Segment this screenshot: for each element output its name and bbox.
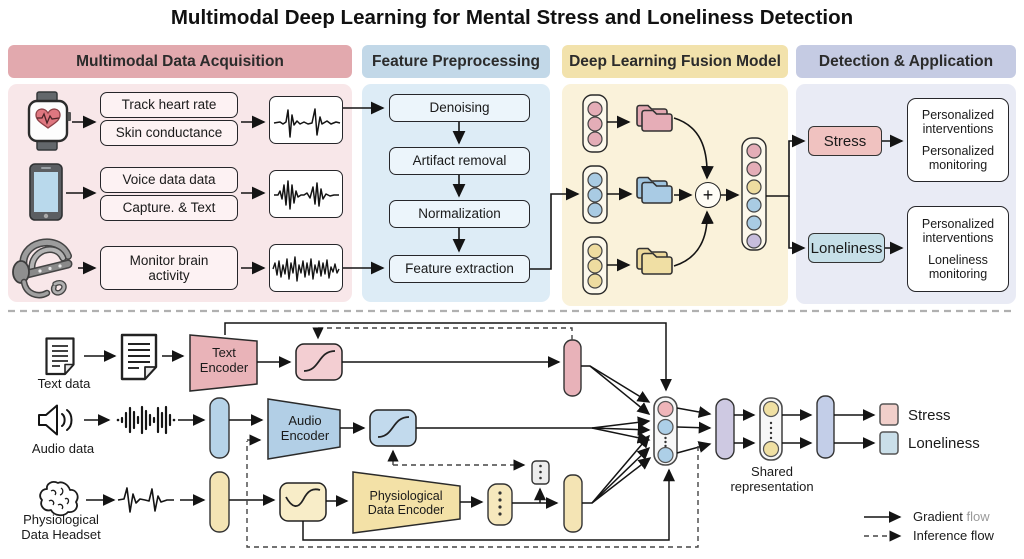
stress-output-label: Stress xyxy=(908,407,951,424)
text-sigmoid-box xyxy=(295,343,343,381)
shared-representation-label: Shared representation xyxy=(730,464,814,495)
shared-representation-vector xyxy=(759,397,783,461)
text-data-label: Text data xyxy=(37,376,91,391)
speaker-icon xyxy=(38,404,73,436)
text-document-large-icon xyxy=(120,333,158,381)
eeg-waveform xyxy=(272,256,340,282)
audio-input-capsule xyxy=(209,397,230,459)
inference-flow-arrows xyxy=(246,327,902,548)
fusion-panel-body xyxy=(562,84,788,306)
step-normalization: Normalization xyxy=(389,200,530,228)
physio-waveform-glyph xyxy=(117,487,174,513)
fusion-sum-node: + xyxy=(695,182,721,208)
stress-outcomes-box: Personalized interventions Personalized … xyxy=(907,98,1009,182)
eeg-signal-box xyxy=(269,244,343,292)
brain-icon xyxy=(39,481,79,517)
text-encoder-label: Text Encoder xyxy=(199,345,249,375)
concat-vector xyxy=(653,396,678,466)
step-artifact-removal: Artifact removal xyxy=(389,147,530,175)
preprocessing-panel-header: Feature Preprocessing xyxy=(362,45,550,78)
physio-feature-capsule xyxy=(563,474,583,533)
text-feature-capsule xyxy=(563,339,582,397)
physio-activation-box xyxy=(279,482,327,522)
physio-encoder-label: Physiological Data Encoder xyxy=(367,488,445,517)
loneliness-outcome-interventions: Personalized interventions xyxy=(921,216,995,246)
stress-node: Stress xyxy=(808,126,882,156)
gradient-word: Gradient xyxy=(913,509,963,524)
gradient-flow-legend-label: Gradient flow xyxy=(913,509,990,524)
step-feature-extraction: Feature extraction xyxy=(389,255,530,283)
audio-sigmoid-box xyxy=(369,409,417,447)
voice-data-box: Voice data data xyxy=(100,167,238,193)
acquisition-panel-header: Multimodal Data Acquisition xyxy=(8,45,352,78)
audio-encoder-label: Audio Encoder xyxy=(280,413,330,443)
ecg-signal-box xyxy=(269,96,343,144)
inference-flow-legend-label: Inference flow xyxy=(913,528,994,543)
voice-signal-box xyxy=(269,170,343,218)
voice-waveform xyxy=(274,180,339,210)
loneliness-output-square xyxy=(879,431,899,455)
stress-output-square xyxy=(879,403,899,426)
capture-text-box: Capture. & Text xyxy=(100,195,238,221)
physio-input-capsule xyxy=(209,471,230,533)
loneliness-output-label: Loneliness xyxy=(908,435,980,452)
loneliness-outcomes-box: Personalized interventions Loneliness mo… xyxy=(907,206,1009,292)
detection-panel-header: Detection & Application xyxy=(796,45,1016,78)
audio-waveform-glyph xyxy=(116,405,176,435)
text-document-icon xyxy=(45,337,75,376)
gradient-flow-word: flow xyxy=(966,509,990,524)
physio-dots-capsule xyxy=(487,483,513,526)
stress-outcome-interventions: Personalized interventions xyxy=(921,107,995,137)
audio-data-label: Audio data xyxy=(31,441,95,456)
fusion-layer-capsule xyxy=(715,398,735,460)
step-denoising: Denoising xyxy=(389,94,530,122)
loneliness-node: Loneliness xyxy=(808,233,885,263)
track-heart-rate-box: Track heart rate xyxy=(100,92,238,118)
ecg-waveform xyxy=(273,108,341,138)
monitor-brain-activity-box: Monitor brain activity xyxy=(100,246,238,290)
latent-dots-box xyxy=(531,460,550,485)
fusion-panel-header: Deep Learning Fusion Model xyxy=(562,45,788,78)
loneliness-outcome-monitoring: Loneliness monitoring xyxy=(928,252,988,282)
physio-headset-label: Physiological Data Headset xyxy=(21,512,101,543)
skin-conductance-box: Skin conductance xyxy=(100,120,238,146)
classifier-capsule xyxy=(816,395,835,459)
stress-outcome-monitoring: Personalized monitoring xyxy=(921,143,995,173)
figure-title: Multimodal Deep Learning for Mental Stre… xyxy=(170,6,854,29)
